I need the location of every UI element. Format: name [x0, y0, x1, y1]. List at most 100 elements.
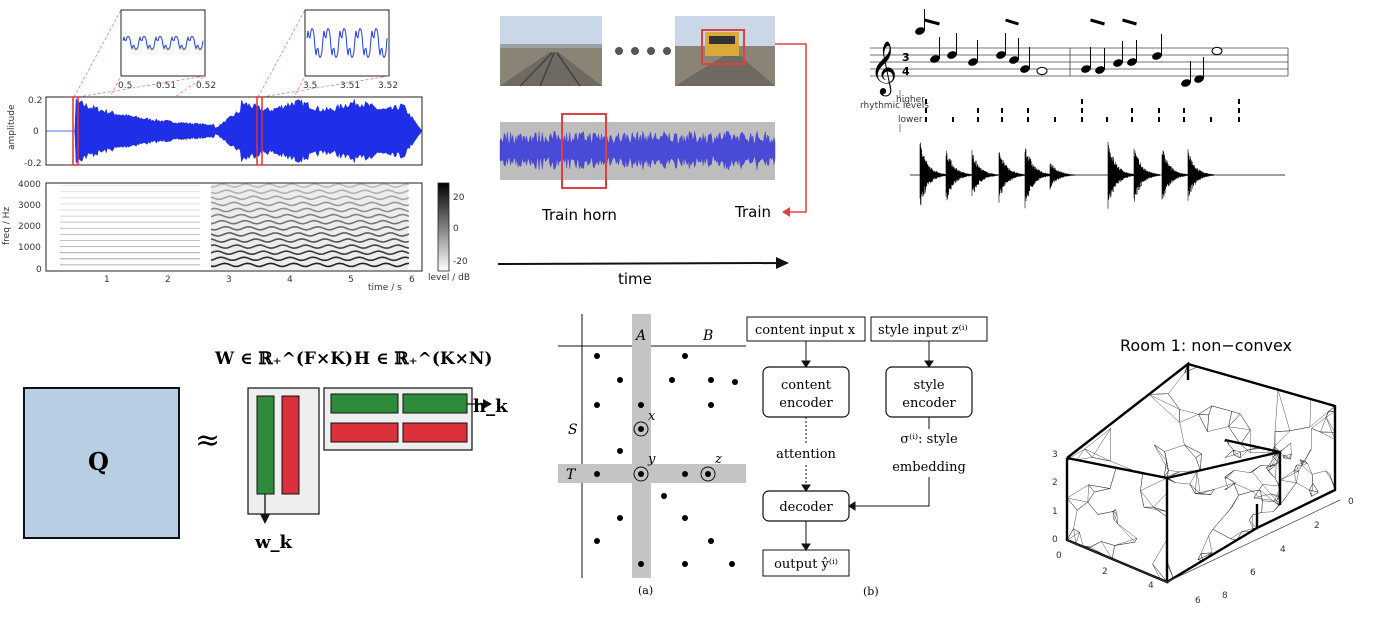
style-embedding-label-2: embedding	[892, 460, 966, 475]
caption-a: (a)	[638, 584, 653, 597]
y-tick-4: 8	[1222, 591, 1228, 601]
y-tick-1: 2	[1314, 521, 1320, 531]
spectrogram-panel: 0.5 0.51 0.52 3.5 3.51 3.52 0.2 0 -0.2 a…	[2, 9, 470, 293]
x-tick-0: 0	[1056, 551, 1062, 561]
train-waveform	[499, 113, 776, 189]
spec-xtick-0: 1	[104, 275, 110, 285]
room-panel: Room 1: non−convex 3 2 1 0 0 2 4 6 0 2 4…	[1052, 336, 1354, 606]
spec-ytick-0: 4000	[18, 180, 41, 190]
label-q: Q	[88, 447, 109, 476]
spec-xtick-3: 4	[287, 275, 293, 285]
matrix-w: w_k	[247, 387, 320, 553]
content-encoder-label-2: encoder	[779, 396, 833, 411]
y-tick-0: 0	[1348, 497, 1354, 507]
row-t-band	[558, 464, 746, 483]
decoder-box: decoder	[762, 490, 850, 522]
zoom2-tick-1: 3.51	[340, 81, 360, 91]
music-notes	[915, 9, 1223, 87]
column-a-band	[632, 314, 651, 578]
time-sig-top: 3	[902, 51, 910, 64]
content-input-label: content input x	[755, 323, 856, 338]
label-row-s: S	[568, 422, 578, 438]
style-input-label: style input z⁽ⁱ⁾	[878, 323, 968, 338]
time-arrow	[497, 257, 789, 269]
style-embedding-label-1: σ⁽ⁱ⁾: style	[900, 432, 958, 447]
approx-symbol: ≈	[195, 423, 220, 458]
label-col-a: A	[634, 328, 646, 344]
content-encoder-box: content encoder	[762, 366, 850, 418]
label-higher: higher	[896, 95, 925, 105]
rhythm-marks	[925, 99, 1240, 122]
colorbar-tick-2: -20	[453, 257, 468, 267]
horn-highlight-box	[561, 113, 607, 189]
z-tick-2: 1	[1052, 507, 1058, 517]
wave-ytick-2: -0.2	[24, 159, 42, 169]
room-title: Room 1: non−convex	[1120, 336, 1292, 355]
zoom1-tick-2: 0.52	[196, 81, 216, 91]
zoom-inset-1: 0.5 0.51 0.52	[118, 9, 216, 91]
x-tick-1: 2	[1102, 567, 1108, 577]
nmf-panel: Q ≈ w_k h_k W ∈ ℝ₊^(F×K) H ∈ ℝ₊^(K×N)	[23, 349, 508, 553]
spec-xtick-2: 3	[226, 275, 232, 285]
spec-ytick-3: 1000	[18, 243, 41, 253]
spec-ylabel: freq / Hz	[2, 207, 12, 245]
label-row-t: T	[566, 467, 577, 483]
style-encoder-box: style encoder	[885, 366, 973, 418]
y-tick-2: 4	[1280, 545, 1286, 555]
rhythm-legend: higher rhythmic levels lower	[860, 90, 929, 132]
label-wk: w_k	[254, 532, 292, 553]
output-label: output ŷ⁽ⁱ⁾	[774, 557, 838, 572]
wave-ytick-0: 0.2	[28, 96, 42, 106]
colorbar-tick-0: 20	[453, 193, 465, 203]
label-time: time	[618, 270, 652, 288]
x-tick-3: 6	[1195, 596, 1201, 606]
z-tick-1: 2	[1052, 478, 1058, 488]
zoom2-tick-2: 3.52	[378, 81, 398, 91]
spec-ytick-4: 0	[36, 265, 42, 275]
style-encoder-label-2: encoder	[902, 396, 956, 411]
zoom-inset-2: 3.5 3.51 3.52	[303, 9, 398, 91]
video-frame-1	[500, 16, 602, 87]
grid-panel: A B S T x y z (a)	[558, 314, 746, 597]
zoom1-tick-0: 0.5	[118, 81, 132, 91]
content-input-box: content input x	[746, 316, 866, 342]
spectrogram-plot: 4000 3000 2000 1000 0 freq / Hz 1 2 3 4 …	[2, 180, 423, 293]
music-panel: 𝄞 3 4 higher rhythmic levels lower	[860, 9, 1289, 209]
matrix-q	[23, 387, 180, 539]
waveform-plot: 0.2 0 -0.2 amplitude	[7, 96, 423, 169]
spec-xtick-4: 5	[348, 275, 354, 285]
train-panel: Train horn Train time	[497, 16, 807, 288]
caption-b: (b)	[863, 585, 879, 598]
treble-clef-icon: 𝄞	[870, 40, 897, 96]
label-col-b: B	[702, 328, 713, 344]
zoom2-tick-0: 3.5	[303, 81, 317, 91]
time-sig-bottom: 4	[902, 65, 910, 78]
label-pt-y: y	[647, 452, 656, 467]
flow-arrows	[801, 341, 934, 551]
label-rhythmic-levels: rhythmic levels	[860, 101, 929, 111]
decoder-label: decoder	[779, 500, 833, 515]
label-lower: lower	[898, 115, 923, 125]
y-tick-3: 6	[1250, 568, 1256, 578]
attention-label: attention	[776, 447, 836, 462]
grid-dots	[594, 353, 738, 567]
train-highlight-box	[701, 29, 745, 65]
colorbar: 20 0 -20 level / dB	[428, 182, 470, 283]
room-mesh	[1066, 363, 1336, 583]
label-pt-x: x	[648, 409, 656, 424]
spec-xtick-5: 6	[409, 275, 415, 285]
zoom1-tick-1: 0.51	[156, 81, 176, 91]
label-pt-z: z	[714, 452, 722, 467]
output-box: output ŷ⁽ⁱ⁾	[762, 549, 850, 577]
content-encoder-label-1: content	[781, 378, 832, 393]
formula-w: W ∈ ℝ₊^(F×K)	[214, 349, 353, 369]
wave-ytick-1: 0	[33, 127, 39, 137]
spec-ytick-1: 3000	[18, 201, 41, 211]
matrix-h: h_k	[323, 387, 508, 451]
label-train: Train	[734, 203, 771, 221]
colorbar-label: level / dB	[428, 273, 470, 283]
colorbar-tick-1: 0	[453, 224, 459, 234]
x-tick-2: 4	[1148, 581, 1154, 591]
z-tick-3: 0	[1052, 535, 1058, 545]
room-axes	[1066, 499, 1341, 583]
